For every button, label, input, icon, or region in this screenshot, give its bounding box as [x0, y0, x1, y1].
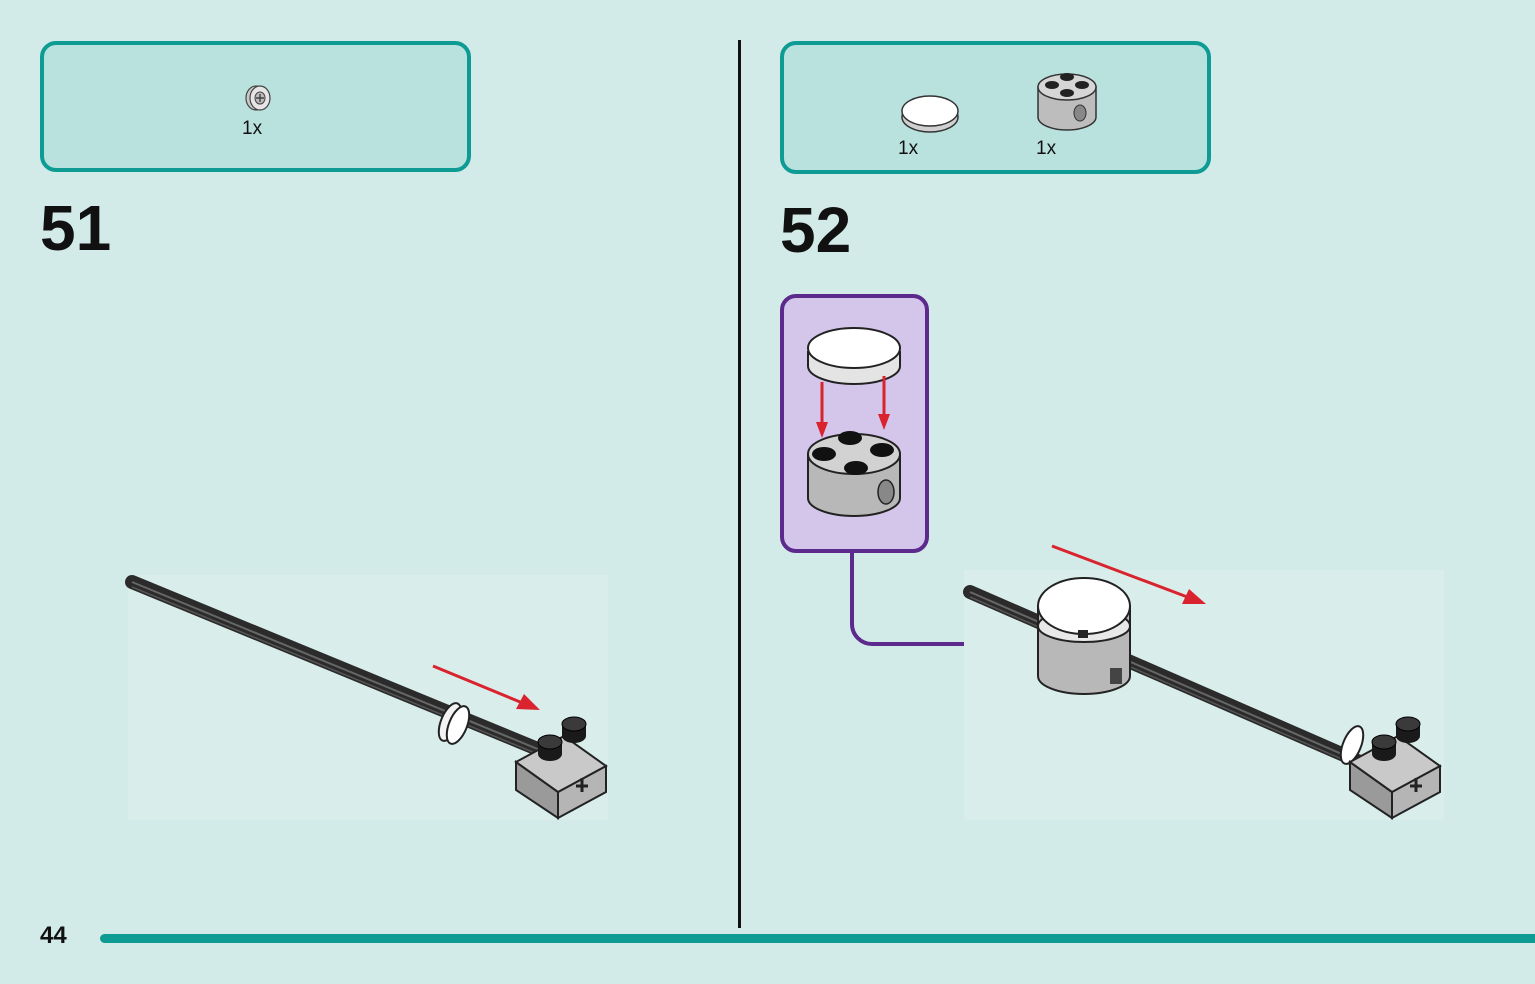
step-divider [738, 40, 741, 928]
round-brick-assembly-icon [1037, 577, 1131, 695]
footer-bar [100, 934, 1535, 943]
technic-brick-icon [1348, 716, 1442, 820]
step-number-52: 52 [780, 194, 852, 266]
bush-icon [437, 702, 471, 745]
page-number: 44 [40, 922, 67, 949]
step-51-parts-box: 1x [40, 41, 471, 172]
part-quantity: 1x [1036, 138, 1057, 159]
step-52-illustration [963, 544, 1444, 820]
technic-brick-icon [514, 716, 608, 820]
direction-arrow [432, 664, 540, 710]
part-quantity: 1x [242, 118, 263, 139]
step-51-illustration [125, 575, 608, 820]
step-52-parts-box: 1x 1x [780, 41, 1211, 174]
subassembly-illustration [807, 327, 901, 517]
round-brick-icon [807, 431, 901, 517]
bush-icon [1339, 725, 1365, 765]
round-tile-icon [807, 327, 901, 385]
part-quantity: 1x [898, 138, 919, 159]
placement-arrows [816, 376, 890, 438]
subassembly-callout [780, 294, 929, 553]
direction-arrow [1051, 544, 1206, 604]
axle-icon [125, 575, 547, 757]
round-brick-icon [1037, 73, 1097, 131]
axle-icon [963, 585, 1367, 769]
bush-piece-icon [245, 85, 271, 111]
step-number-51: 51 [40, 192, 112, 264]
round-tile-icon [901, 95, 959, 133]
